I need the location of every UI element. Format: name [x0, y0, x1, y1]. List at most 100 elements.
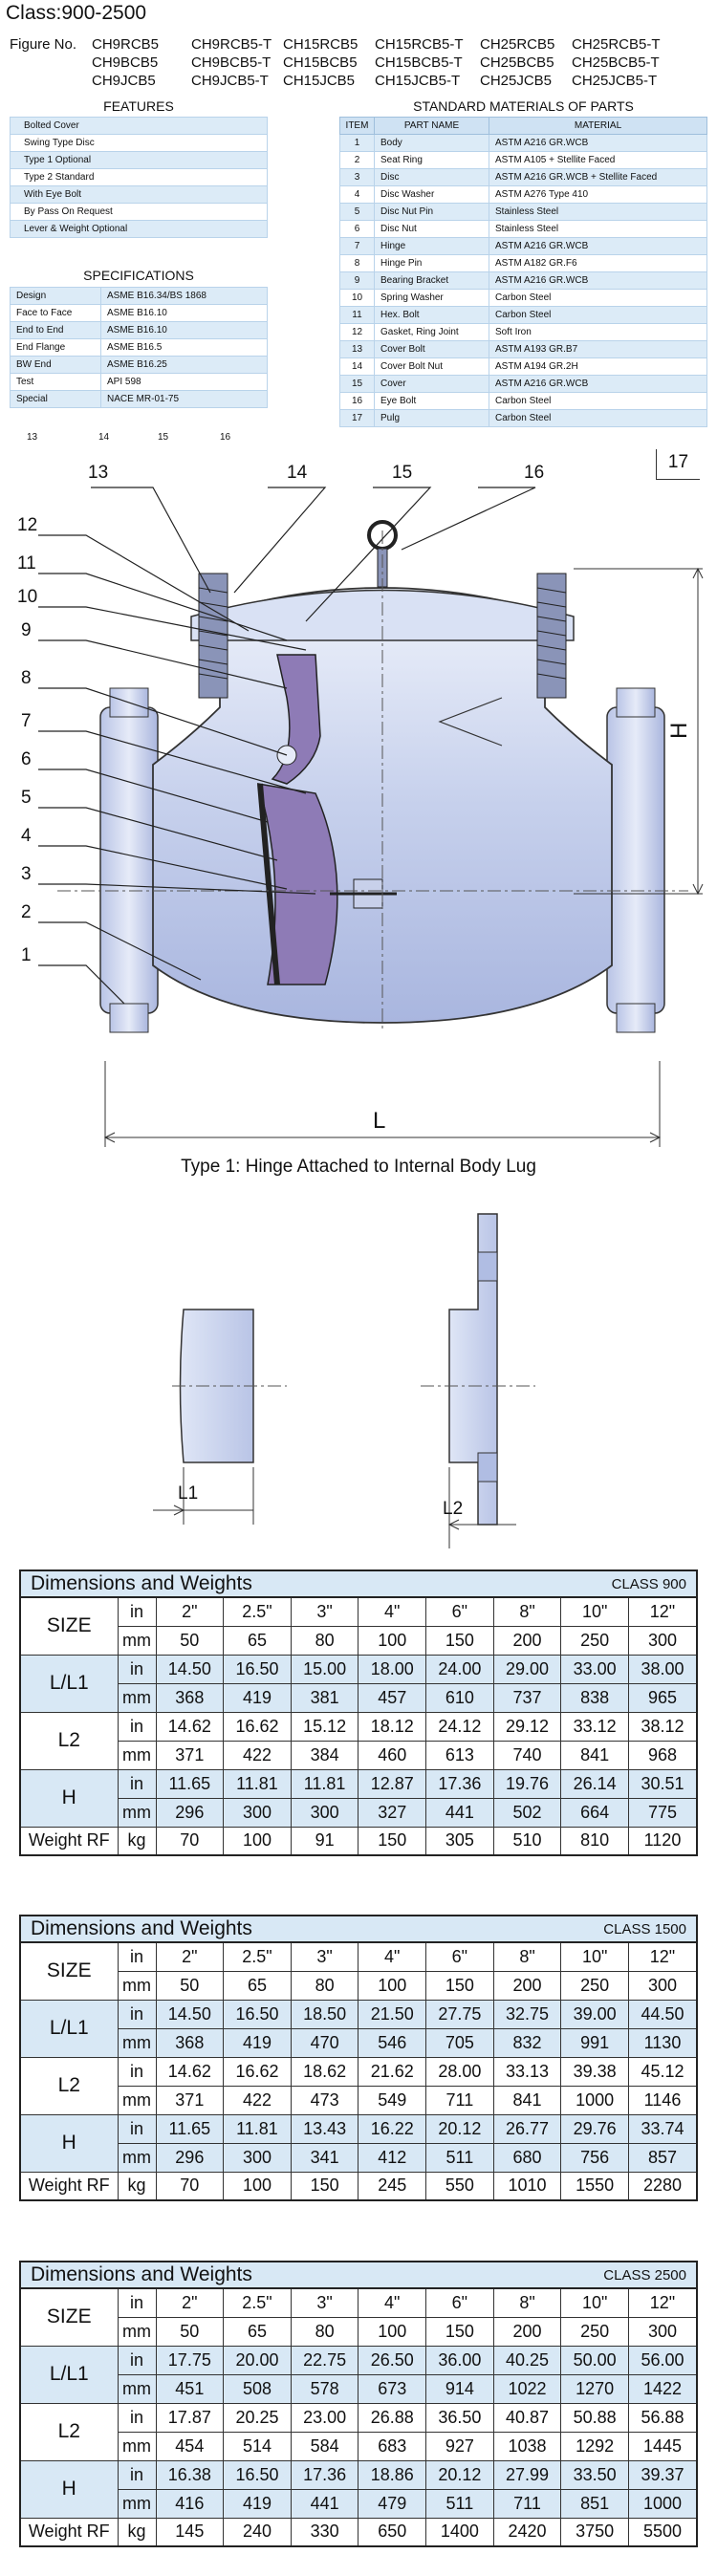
material-part: Cover — [374, 375, 489, 393]
weight-cell: 1550 — [560, 2171, 629, 2201]
dim-cell: 1000 — [560, 2085, 629, 2115]
dim-cell: 8" — [492, 1941, 562, 1972]
dim-cell: 80 — [290, 1970, 359, 2001]
dim-row-label: SIZE — [19, 1596, 119, 1656]
callout-5: 5 — [21, 788, 32, 808]
dim-cell: 29.12 — [492, 1711, 562, 1742]
material-item: 15 — [339, 375, 375, 393]
dim-table-class: CLASS 900 — [611, 1575, 686, 1592]
dim-cell: 549 — [358, 2085, 427, 2115]
dim-cell: 27.99 — [492, 2459, 562, 2490]
dim-cell: 150 — [425, 1970, 494, 2001]
dim-cell: 100 — [358, 1970, 427, 2001]
dim-cell: 851 — [560, 2488, 629, 2519]
dim-cell: 546 — [358, 2027, 427, 2058]
dim-row-label: L2 — [19, 1711, 119, 1770]
dim-cell: 2" — [155, 2287, 225, 2318]
dim-cell: 1270 — [560, 2373, 629, 2404]
callout-6: 6 — [21, 749, 32, 769]
dim-cell: 18.50 — [290, 1999, 359, 2029]
callout-15: 15 — [392, 463, 412, 483]
dim-cell: 32.75 — [492, 1999, 562, 2029]
feature-row: Lever & Weight Optional — [10, 220, 268, 238]
dim-cell: 44.50 — [627, 1999, 698, 2029]
weight-label: Weight RF — [19, 1826, 119, 1856]
callout-13: 13 — [88, 463, 108, 483]
spec-key: Special — [10, 390, 101, 408]
material-spec: ASTM A216 GR.WCB — [489, 237, 707, 255]
material-part: Disc — [374, 168, 489, 186]
dim-l-label: L — [373, 1108, 385, 1134]
dim-cell: 419 — [223, 2027, 292, 2058]
callout-14: 14 — [287, 463, 308, 483]
figure-number: CH9BCB5 — [92, 54, 159, 71]
weight-cell: 330 — [290, 2517, 359, 2547]
dim-cell: 3" — [290, 1941, 359, 1972]
dim-cell: 419 — [223, 2488, 292, 2519]
weight-cell: 1010 — [492, 2171, 562, 2201]
dim-row-label: SIZE — [19, 2287, 119, 2347]
material-spec: Stainless Steel — [489, 220, 707, 238]
dim-cell: 33.12 — [560, 1711, 629, 1742]
dim-row-label: L/L1 — [19, 2345, 119, 2404]
dim-cell: 65 — [223, 2316, 292, 2347]
dim-row-label: SIZE — [19, 1941, 119, 2001]
materials-header-material: MATERIAL — [489, 117, 707, 135]
dim-cell: 441 — [425, 1797, 494, 1828]
dim-h-label: H — [666, 723, 692, 739]
materials-header-item: ITEM — [339, 117, 375, 135]
material-spec: ASTM A276 Type 410 — [489, 185, 707, 204]
dim-unit: mm — [117, 2085, 157, 2115]
callout-4: 4 — [21, 826, 32, 846]
dim-unit: mm — [117, 2316, 157, 2347]
page-title: Class:900-2500 — [6, 2, 147, 24]
materials-title: STANDARD MATERIALS OF PARTS — [413, 98, 634, 114]
dim-cell: 45.12 — [627, 2056, 698, 2087]
feature-row: Swing Type Disc — [10, 134, 268, 152]
left-flange — [99, 706, 159, 1014]
dim-cell: 613 — [425, 1740, 494, 1770]
weight-cell: 1400 — [425, 2517, 494, 2547]
dim-unit: in — [117, 1596, 157, 1627]
dim-cell: 12.87 — [358, 1768, 427, 1799]
material-spec: Carbon Steel — [489, 409, 707, 427]
dim-cell: 23.00 — [290, 2402, 359, 2433]
dim-cell: 737 — [492, 1682, 562, 1713]
dim-unit: mm — [117, 1625, 157, 1656]
material-part: Pulg — [374, 409, 489, 427]
dim-cell: 8" — [492, 2287, 562, 2318]
dim-row-label: L2 — [19, 2402, 119, 2461]
dim-cell: 65 — [223, 1625, 292, 1656]
spec-key: Design — [10, 287, 101, 305]
material-item: 16 — [339, 392, 375, 410]
dim-cell: 18.00 — [358, 1654, 427, 1684]
weight-cell: 70 — [155, 1826, 225, 1856]
dim-cell: 100 — [358, 2316, 427, 2347]
dim-unit: in — [117, 2287, 157, 2318]
dim-row-label: L/L1 — [19, 1654, 119, 1713]
dim-cell: 327 — [358, 1797, 427, 1828]
dim-cell: 250 — [560, 1625, 629, 1656]
material-spec: ASTM A216 GR.WCB — [489, 271, 707, 290]
weight-cell: 150 — [290, 2171, 359, 2201]
dim-cell: 10" — [560, 1941, 629, 1972]
callout-11: 11 — [17, 553, 36, 574]
spec-value: ASME B16.5 — [100, 338, 268, 357]
dim-cell: 2.5" — [223, 1941, 292, 1972]
material-item: 14 — [339, 357, 375, 376]
dim-cell: 39.00 — [560, 1999, 629, 2029]
dim-cell: 33.50 — [560, 2459, 629, 2490]
